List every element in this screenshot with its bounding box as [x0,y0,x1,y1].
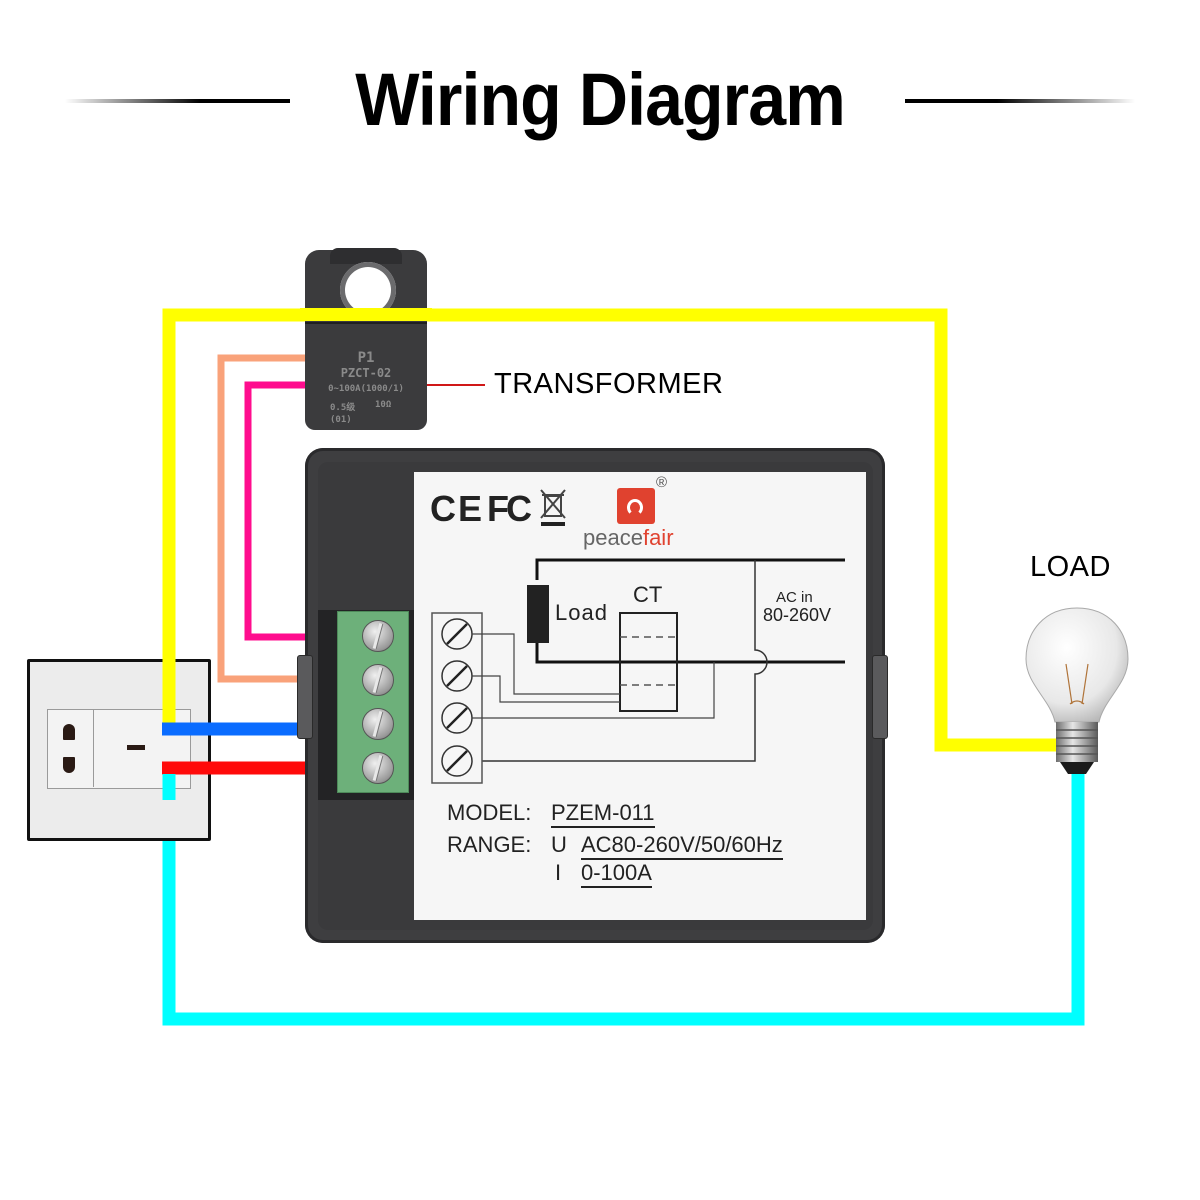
schematic-ct-label: CT [633,582,663,607]
schematic-load-resistor [527,585,549,643]
ct-marking-rating: 0~100A(1000/1) [328,384,404,394]
terminal-screw-3[interactable] [362,708,394,740]
wire-yellow [162,308,1060,752]
ct-marking-model: PZCT-02 [340,366,392,380]
weee-bin-icon [540,489,566,526]
schematic-line-top [535,558,845,580]
schematic-wire-2 [472,675,620,703]
terminal-screw-1[interactable] [362,620,394,652]
ct-top-clip [330,248,402,264]
logo-ring [627,499,643,516]
socket-pin-bottom [63,757,75,773]
brand-name: peacefair [583,525,674,551]
model-label: MODEL: [447,800,532,825]
voltage-symbol: U [551,832,567,857]
brand-name-part2: fair [642,525,674,550]
schematic-wire-3 [472,662,715,719]
wire-yellow-ct-segment [300,308,432,321]
peacefair-logo-icon [617,488,655,524]
socket-pin-ground [127,745,145,750]
meter-label-panel [414,472,866,920]
ct-marking-code: (01) [330,415,352,425]
title-rule-left [65,99,290,103]
schematic-wire-1 [472,633,620,695]
current-range-value: 0-100A [581,860,652,888]
ct-marking-ohm: 10Ω [375,400,392,410]
schematic-load-label: Load [555,600,608,625]
bulb-contact [1060,762,1094,774]
bulb-glass [1025,607,1129,723]
range-label: RANGE: [447,832,532,857]
schematic-line-bottom [535,630,845,664]
meter-clip-left [297,655,313,739]
wire-cyan [162,772,1085,1026]
current-symbol: I [555,860,562,885]
title-rule-right [905,99,1135,103]
bulb-filament [1065,663,1089,705]
schematic-ac-line [482,560,768,762]
ce-mark-icon: CE [430,488,485,529]
ct-marking-class: 0.5级 [330,403,356,413]
schematic-terminal-rail [431,612,483,784]
wire-peach [217,354,310,683]
socket-face [47,709,191,789]
terminal-screw-2[interactable] [362,664,394,696]
ct-marking-p1: P1 [357,350,375,366]
wire-pink [244,381,310,641]
ct-seam [305,322,427,324]
fcc-mark-icon: FC [487,488,532,529]
socket-pin-top [63,724,75,740]
bulb-threads [1056,729,1098,755]
schematic-ac-in-label: AC in [776,589,813,606]
load-label: LOAD [1030,551,1111,583]
schematic-ac-range-label: 80-260V [763,605,832,625]
terminal-block[interactable] [337,611,409,793]
model-value: PZEM-011 [551,800,655,828]
schematic-terminals [441,618,473,777]
voltage-range-value: AC80-260V/50/60Hz [581,832,783,860]
page-title: Wiring Diagram [355,58,846,141]
registered-mark: ® [656,474,668,491]
ct-wire-through [300,308,432,321]
light-bulb-icon [1025,607,1129,774]
socket-divider [93,709,94,787]
meter-clip-right [872,655,888,739]
schematic-ct-box [619,612,678,712]
transformer-label: TRANSFORMER [494,368,724,400]
brand-name-part1: peace [583,525,643,550]
terminal-screw-4[interactable] [362,752,394,784]
bulb-base [1056,722,1098,762]
meter-schematic [431,558,845,784]
